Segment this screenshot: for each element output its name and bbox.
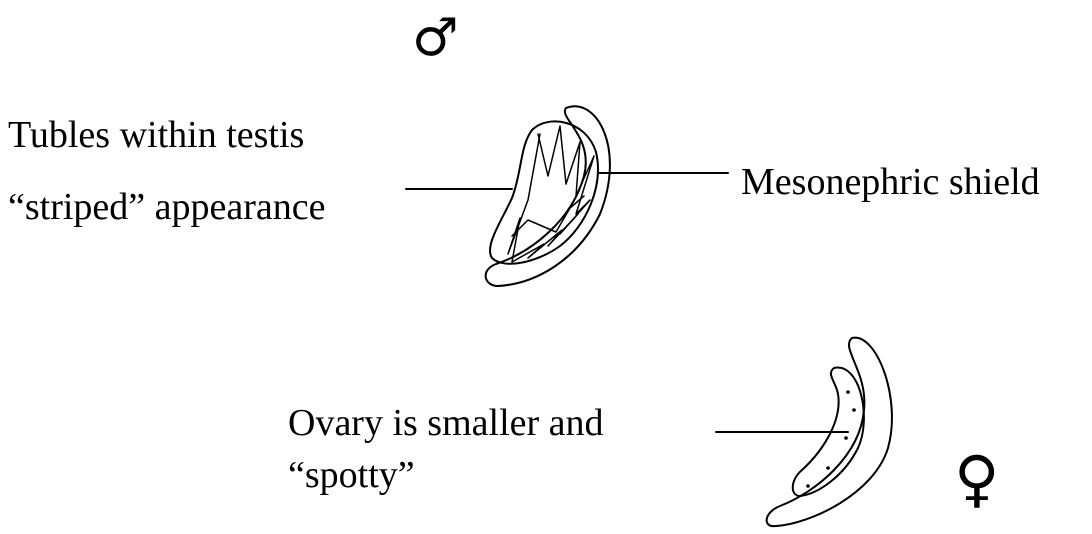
- mesonephric-shield-male: [486, 106, 610, 286]
